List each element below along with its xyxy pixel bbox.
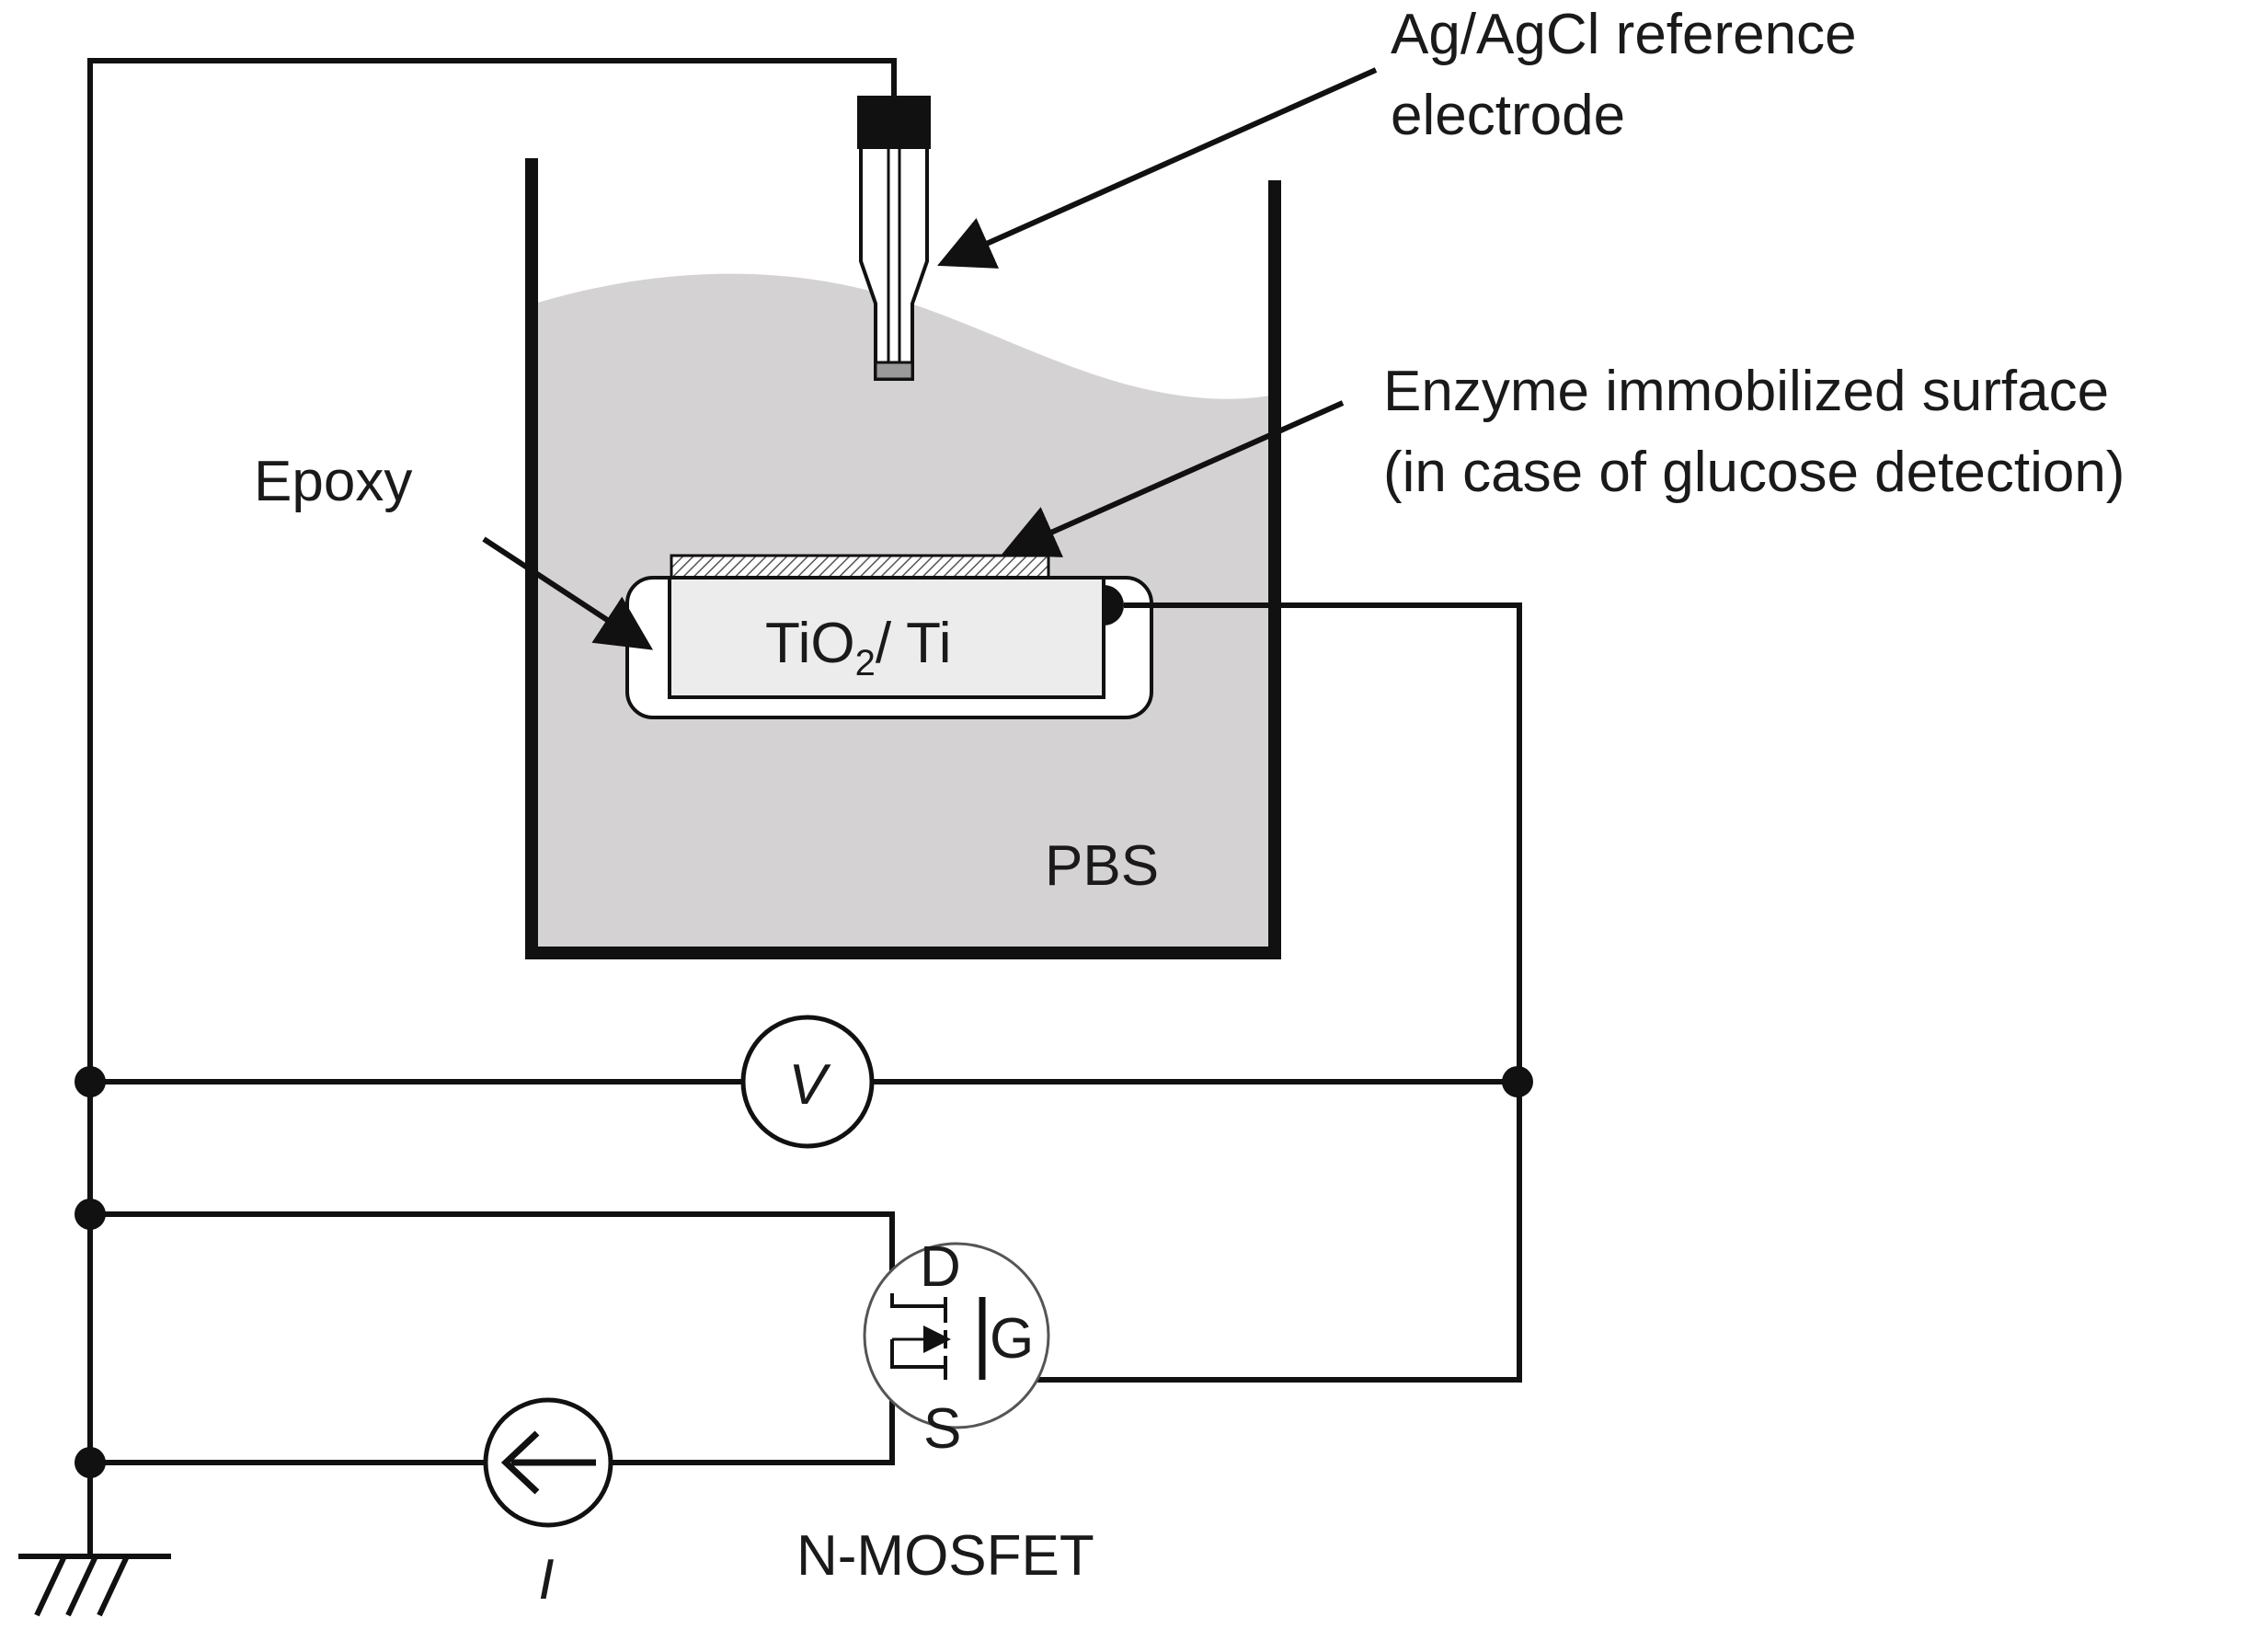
node-right-voltmeter	[1502, 1066, 1533, 1097]
reference-electrode-label-1: Ag/AgCl reference	[1391, 3, 1857, 66]
epoxy-label: Epoxy	[254, 450, 412, 513]
epoxy-arrow	[482, 536, 654, 650]
gate-label: G	[990, 1307, 1034, 1371]
voltmeter	[740, 1015, 875, 1149]
electrode-label: TiO2/ Ti	[765, 612, 952, 683]
enzyme-arrow	[1002, 400, 1345, 557]
enzyme-label-2: (in case of glucose detection)	[1383, 441, 2125, 504]
wire-reference	[87, 58, 897, 1555]
electrode-contact	[1104, 585, 1124, 625]
mosfet-label: N-MOSFET	[796, 1524, 1094, 1588]
reference-electrode-arrow	[937, 67, 1378, 269]
wire-drain	[90, 1211, 948, 1310]
enzyme-layer	[670, 554, 1050, 580]
tio2-ti-electrode	[668, 576, 1105, 699]
drain-label: D	[920, 1235, 961, 1299]
ground-icon	[18, 1554, 171, 1617]
current-arrow-icon	[500, 1430, 596, 1495]
enzyme-label-1: Enzyme immobilized surface	[1383, 360, 2109, 423]
current-source-label: I	[538, 1548, 554, 1612]
reference-electrode-label-2: electrode	[1391, 84, 1625, 147]
pbs-label: PBS	[1045, 834, 1159, 898]
mosfet-symbol	[863, 1242, 1050, 1429]
reference-electrode	[857, 96, 931, 381]
beaker	[525, 158, 1281, 959]
wire-gate	[982, 602, 1522, 1383]
voltmeter-label: V	[788, 1053, 831, 1117]
source-label: S	[923, 1397, 961, 1461]
node-left-voltmeter	[74, 1066, 106, 1097]
